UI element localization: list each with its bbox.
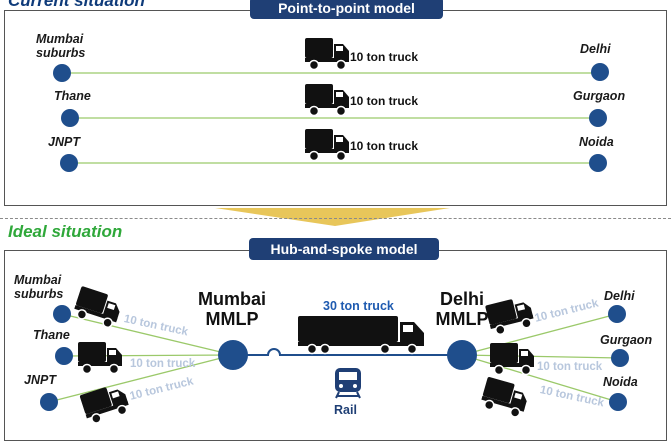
section-divider <box>0 218 671 219</box>
origin-node-mumbai-suburbs <box>53 64 71 82</box>
spoke-label-jnpt: JNPT <box>24 373 56 387</box>
origin-label-thane: Thane <box>54 89 91 103</box>
destination-node-delhi <box>591 63 609 81</box>
spoke-label-mumbai-suburbs: Mumbai suburbs <box>14 273 64 301</box>
trunk-truck-label: 30 ton truck <box>323 299 394 313</box>
destination-label-gurgaon: Gurgaon <box>573 89 626 103</box>
destination-hub-label: Delhi MMLP <box>435 289 489 329</box>
hub-node-delhi-mmlp <box>447 340 477 370</box>
spoke-node-mumbai-suburbs <box>53 305 71 323</box>
rail-label: Rail <box>334 403 357 417</box>
spoke-label-delhi: Delhi <box>604 289 635 303</box>
truck-label: 10 ton truck <box>350 50 419 64</box>
spoke-node-delhi <box>608 305 626 323</box>
hub-and-spoke-title: Hub-and-spoke model <box>249 238 439 260</box>
truck-label: 10 ton truck <box>350 94 419 108</box>
origin-label-mumbai-suburbs: Mumbai suburbs <box>36 32 86 60</box>
truck-icon <box>304 37 350 71</box>
origin-node-jnpt <box>60 154 78 172</box>
spoke-node-gurgaon <box>611 349 629 367</box>
spoke-label-noida: Noida <box>603 375 638 389</box>
truck-icon <box>304 83 350 117</box>
destination-node-gurgaon <box>589 109 607 127</box>
ideal-situation-heading: Ideal situation <box>8 222 123 241</box>
feeder-truck-label: 10 ton truck <box>130 358 196 370</box>
truck-icon <box>304 128 350 162</box>
current-situation-heading: Current situation <box>8 0 145 10</box>
big-truck-icon <box>298 316 424 355</box>
trunk-line <box>233 348 462 356</box>
spoke-label-thane: Thane <box>33 328 70 342</box>
destination-node-noida <box>589 154 607 172</box>
spoke-node-jnpt <box>40 393 58 411</box>
spoke-label-gurgaon: Gurgaon <box>600 333 653 347</box>
point-to-point-title: Point-to-point model <box>250 0 443 19</box>
origin-hub-label: Mumbai MMLP <box>197 289 266 329</box>
feeder-truck-label: 10 ton truck <box>537 361 603 373</box>
origin-node-thane <box>61 109 79 127</box>
down-arrow-icon <box>215 208 450 226</box>
destination-label-delhi: Delhi <box>580 42 611 56</box>
spoke-node-thane <box>55 347 73 365</box>
destination-label-noida: Noida <box>579 135 614 149</box>
origin-label-jnpt: JNPT <box>48 135 80 149</box>
truck-label: 10 ton truck <box>350 139 419 153</box>
train-icon <box>335 368 361 399</box>
spoke-node-noida <box>609 393 627 411</box>
hub-node-mumbai-mmlp <box>218 340 248 370</box>
